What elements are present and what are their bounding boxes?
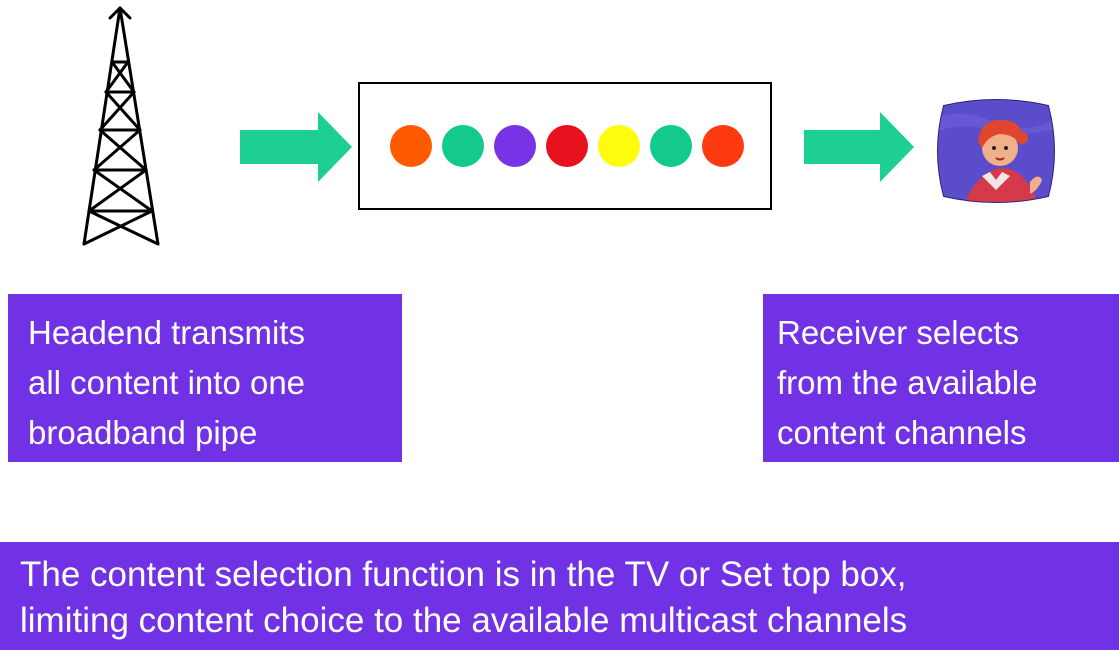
selection-caption: The content selection function is in the… [0,542,1119,650]
receiver-label: Receiver selects from the available cont… [763,294,1119,462]
tv-screen-icon [937,99,1055,203]
channel-dot-red [546,125,588,167]
arrow-right-icon [804,112,914,182]
transmission-tower-icon [82,6,160,246]
headend-label-line: all content into one [28,364,306,401]
channel-dot-green-2 [650,125,692,167]
caption-line: limiting content choice to the available… [20,601,908,640]
arrow-right-icon [240,112,352,182]
channel-dot-green [442,125,484,167]
receiver-label-line: from the available [777,364,1038,401]
receiver-label-line: Receiver selects [777,314,1020,351]
channel-dot-yellow [598,125,640,167]
headend-label-line: broadband pipe [28,414,258,451]
channel-dot-violet [494,125,536,167]
channel-dot-orange [390,125,432,167]
headend-label: Headend transmits all content into one b… [8,294,402,462]
receiver-label-line: content channels [777,414,1027,451]
broadband-pipe [358,82,772,210]
headend-label-line: Headend transmits [28,314,305,351]
channel-dot-red-orange [702,125,744,167]
caption-line: The content selection function is in the… [20,555,907,594]
